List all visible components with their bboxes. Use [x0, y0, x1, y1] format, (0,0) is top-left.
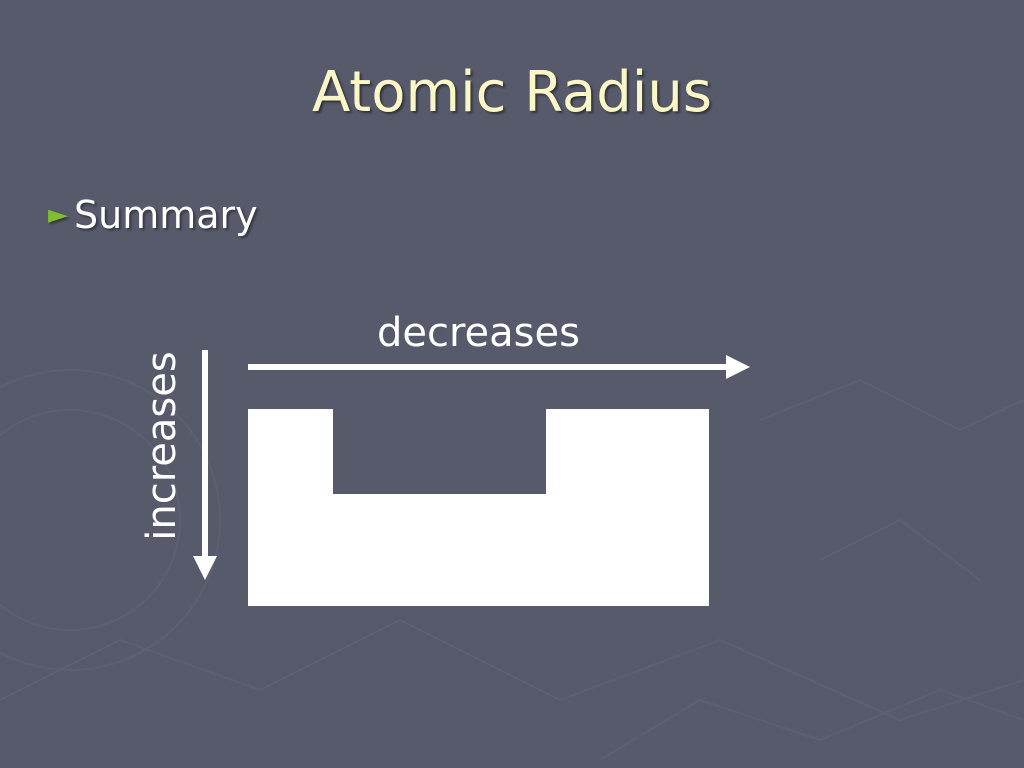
decreases-label: decreases [377, 310, 580, 356]
bullet-arrow-icon: ► [48, 200, 68, 230]
bullet-text: Summary [74, 193, 258, 237]
slide-title: Atomic Radius [311, 60, 712, 125]
periodic-table-shape-icon [248, 409, 709, 606]
arrow-right-icon [248, 355, 750, 379]
arrow-down-icon [193, 350, 217, 580]
bullet-item: ► Summary [48, 190, 258, 240]
